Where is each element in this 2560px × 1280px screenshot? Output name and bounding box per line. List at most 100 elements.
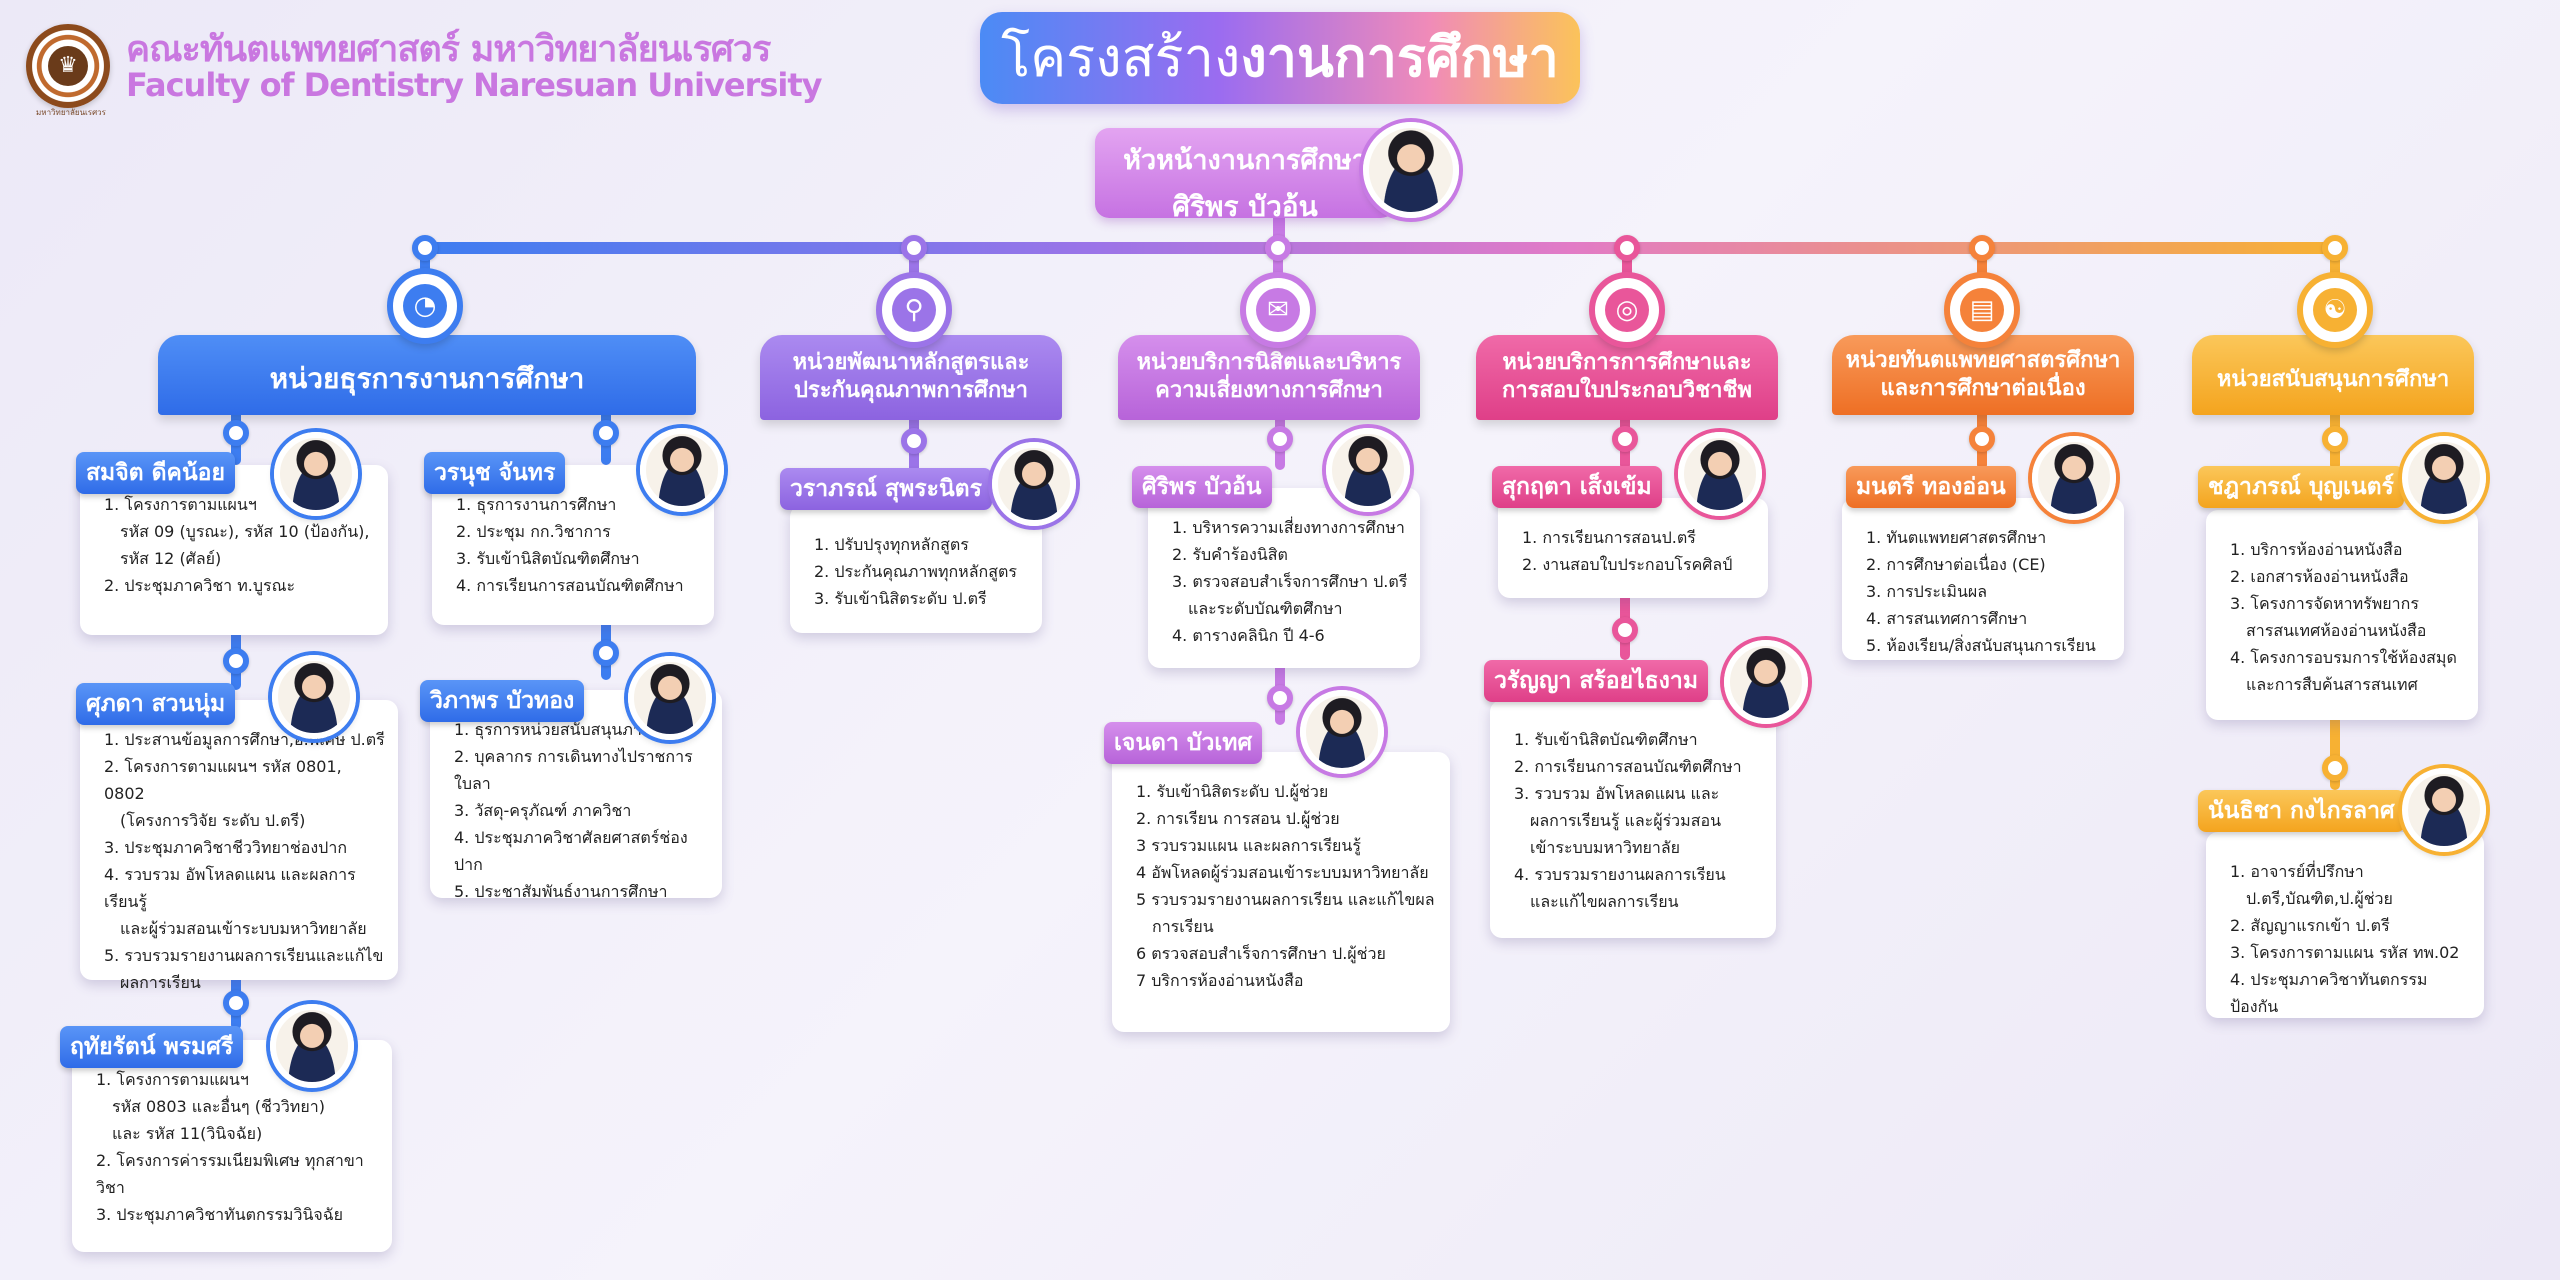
head-role: หัวหน้างานการศึกษา	[1123, 145, 1367, 176]
unit-header-dental-education: หน่วยทันตแพทยศาสตรศึกษา และการศึกษาต่อเน…	[1832, 335, 2134, 415]
unit-title-line-1: หน่วยบริการนิสิตและบริหาร	[1136, 350, 1402, 375]
task-item: 6 ตรวจสอบสำเร็จการศึกษา ป.ผู้ช่วย	[1136, 944, 1386, 963]
task-item: 4 อัพโหลดผู้ร่วมสอนเข้าระบบมหาวิทยาลัย	[1136, 863, 1429, 882]
task-item: และระดับบัณฑิตศึกษา	[1188, 599, 1343, 618]
task-card: 1. ทันตแพทยศาสตรศึกษา 2. การศึกษาต่อเนื่…	[1842, 498, 2124, 660]
task-item: 2. รับคำร้องนิสิต	[1172, 545, 1288, 564]
logo-caption: มหาวิทยาลัยนเรศวร	[36, 108, 106, 117]
unit-title-line-1: หน่วยทันตแพทยศาสตรศึกษา	[1845, 348, 2121, 373]
task-card: 1. รับเข้านิสิตบัณฑิตศึกษา 2. การเรียนกา…	[1490, 700, 1776, 938]
task-item: เข้าระบบมหาวิทยาลัย	[1530, 838, 1681, 857]
task-card: 1. อาจารย์ที่ปรึกษา ป.ตรี,บัณฑิต,ป.ผู้ช่…	[2206, 832, 2484, 1018]
person-avatar	[640, 428, 724, 512]
person-avatar	[1678, 432, 1762, 516]
unit-header-admin: หน่วยธุรการงานการศึกษา	[158, 335, 696, 415]
task-item: 1. ทันตแพทยศาสตรศึกษา	[1866, 528, 2047, 547]
task-item: 4. รวบรวม อัพโหลดแผน และผลการเรียนรู้	[104, 865, 356, 911]
task-item: 4. ประชุมภาควิชาศัลยศาสตร์ช่องปาก	[454, 828, 688, 874]
task-item: 3. โครงการตามแผน รหัส ทพ.02	[2230, 943, 2460, 962]
unit-title-line-2: และการศึกษาต่อเนื่อง	[1880, 376, 2086, 401]
person-name-label: ชฎาภรณ์ บุญเนตร์	[2198, 466, 2404, 508]
unit-title-line-2: ความเสี่ยงทางการศึกษา	[1155, 378, 1383, 403]
connector-node	[2322, 426, 2348, 452]
task-item: 2. การเรียน การสอน ป.ผู้ช่วย	[1136, 809, 1340, 828]
task-item: 1. รับเข้านิสิตบัณฑิตศึกษา	[1514, 730, 1698, 749]
person-name-label: วรัญญา สร้อยไธงาม	[1484, 660, 1708, 702]
bus-node-3	[1265, 235, 1291, 261]
task-item: 1. รับเข้านิสิตระดับ ป.ผู้ช่วย	[1136, 782, 1329, 801]
task-item: 4. ประชุมภาควิชาทันตกรรมป้องกัน	[2230, 970, 2428, 1016]
task-item: 4. รวบรวมรายงานผลการเรียน	[1514, 865, 1726, 884]
unit-title: หน่วยสนับสนุนการศึกษา	[2216, 367, 2450, 392]
task-item: 3. ประชุมภาควิชาทันตกรรมวินิจฉัย	[96, 1205, 344, 1224]
task-item: 2. งานสอบใบประกอบโรคศิลป์	[1522, 555, 1733, 574]
task-item: 2. เอกสารห้องอ่านหนังสือ	[2230, 567, 2409, 586]
task-item: ป.ตรี,บัณฑิต,ป.ผู้ช่วย	[2246, 889, 2393, 908]
connector-node	[593, 420, 619, 446]
task-card: 1. โครงการตามแผนฯ รหัส 0803 และอื่นๆ (ชี…	[72, 1040, 392, 1252]
task-item: 4. สารสนเทศการศึกษา	[1866, 609, 2028, 628]
person-avatar	[2402, 768, 2486, 852]
task-item: 5 รวบรวมรายงานผลการเรียน และแก้ไขผล	[1136, 890, 1435, 909]
task-item: 3. รับเข้านิสิตบัณฑิตศึกษา	[456, 549, 640, 568]
person-name-label: มนตรี ทองอ่อน	[1846, 466, 2016, 508]
unit-icon-circle-6: ☯	[2297, 272, 2373, 348]
person-avatar	[272, 655, 356, 739]
task-item: 2. โครงการค่ารรมเนียมพิเศษ ทุกสาขาวิชา	[96, 1151, 364, 1197]
unit-header-licensing: หน่วยบริการการศึกษาและ การสอบใบประกอบวิช…	[1476, 335, 1778, 420]
task-card: 1. ประสานข้อมูลการศึกษา,อ.พิเศษ ป.ตรี 2.…	[80, 700, 398, 992]
head-avatar	[1363, 122, 1459, 218]
unit-icon-circle-4: ◎	[1589, 272, 1665, 348]
task-item: 4. การเรียนการสอนบัณฑิตศึกษา	[456, 576, 684, 595]
magnifier-person-icon: ⚲	[892, 288, 936, 332]
connector-node	[593, 640, 619, 666]
unit-icon-circle-2: ⚲	[876, 272, 952, 348]
person-avatar	[1300, 690, 1384, 774]
task-card: 1. โครงการตามแผนฯ รหัส 09 (บูรณะ), รหัส …	[80, 465, 388, 635]
task-card: 1. ปรับปรุงทุกหลักสูตร 2. ประกันคุณภาพทุ…	[790, 505, 1042, 633]
unit-icon-circle-5: ▤	[1944, 272, 2020, 348]
connector-node	[1267, 685, 1293, 711]
person-avatar	[628, 656, 712, 740]
task-item: 3 รวบรวมแผน และผลการเรียนรู้	[1136, 836, 1361, 855]
head-of-education-box: หัวหน้างานการศึกษา ศิริพร บัวอ้น	[1095, 128, 1395, 223]
unit-header-student-services: หน่วยบริการนิสิตและบริหาร ความเสี่ยงทางก…	[1118, 335, 1420, 420]
main-bus-line	[425, 242, 2335, 254]
bus-node-5	[1969, 235, 1995, 261]
person-avatar	[1326, 428, 1410, 512]
faculty-name-thai: คณะทันตแพทยศาสตร์ มหาวิทยาลัยนเรศวร	[126, 29, 771, 70]
connector-node	[1612, 617, 1638, 643]
task-item: รหัส 0803 และอื่นๆ (ชีววิทยา)	[112, 1097, 325, 1116]
unit-title-line-1: หน่วยพัฒนาหลักสูตรและ	[792, 350, 1030, 375]
task-item: และ รหัส 11(วินิจฉัย)	[112, 1124, 263, 1143]
person-avatar	[2032, 436, 2116, 520]
bus-node-1	[412, 235, 438, 261]
task-item: 2. ประชุมภาควิชา ท.บูรณะ	[104, 576, 296, 595]
person-avatar	[2402, 436, 2486, 520]
person-name-label: ศิริพร บัวอ้น	[1132, 466, 1272, 508]
task-item: 4. ตารางคลินิก ปี 4-6	[1172, 626, 1325, 645]
task-item: รหัส 12 (ศัลย์)	[120, 549, 222, 568]
unit-title-line-2: การสอบใบประกอบวิชาชีพ	[1502, 378, 1752, 403]
head-name: ศิริพร บัวอ้น	[1172, 190, 1318, 223]
task-item: 4. โครงการอบรมการใช้ห้องสมุด	[2230, 648, 2457, 667]
task-item: 2. บุคลากร การเดินทางไปราชการ ใบลา	[454, 747, 693, 793]
task-item: 1. โครงการตามแผนฯ	[96, 1070, 249, 1089]
person-name-label: วิภาพร บัวทอง	[420, 680, 585, 722]
unit-header-curriculum: หน่วยพัฒนาหลักสูตรและ ประกันคุณภาพการศึก…	[760, 335, 1062, 420]
task-item: 1. บริหารความเสี่ยงทางการศึกษา	[1172, 518, 1405, 537]
connector-node	[1267, 426, 1293, 452]
task-item: และผู้ร่วมสอนเข้าระบบมหาวิทยาลัย	[120, 919, 367, 938]
unit-icon-circle-3: ✉	[1240, 272, 1316, 348]
elephant-emblem-icon: ♛	[48, 46, 88, 86]
task-item: รหัส 09 (บูรณะ), รหัส 10 (ป้องกัน),	[120, 522, 370, 541]
task-item: 2. การศึกษาต่อเนื่อง (CE)	[1866, 555, 2046, 574]
person-avatar	[1724, 640, 1808, 724]
task-item: 2. ประชุม กก.วิชาการ	[456, 522, 611, 541]
connector-node	[223, 990, 249, 1016]
person-avatar	[992, 442, 1076, 526]
document-icon: ▤	[1960, 288, 2004, 332]
task-item: และแก้ไขผลการเรียน	[1530, 892, 1679, 911]
task-item: 2. โครงการตามแผนฯ รหัส 0801, 0802	[104, 757, 342, 803]
task-card: 1. บริการห้องอ่านหนังสือ 2. เอกสารห้องอ่…	[2206, 510, 2478, 720]
